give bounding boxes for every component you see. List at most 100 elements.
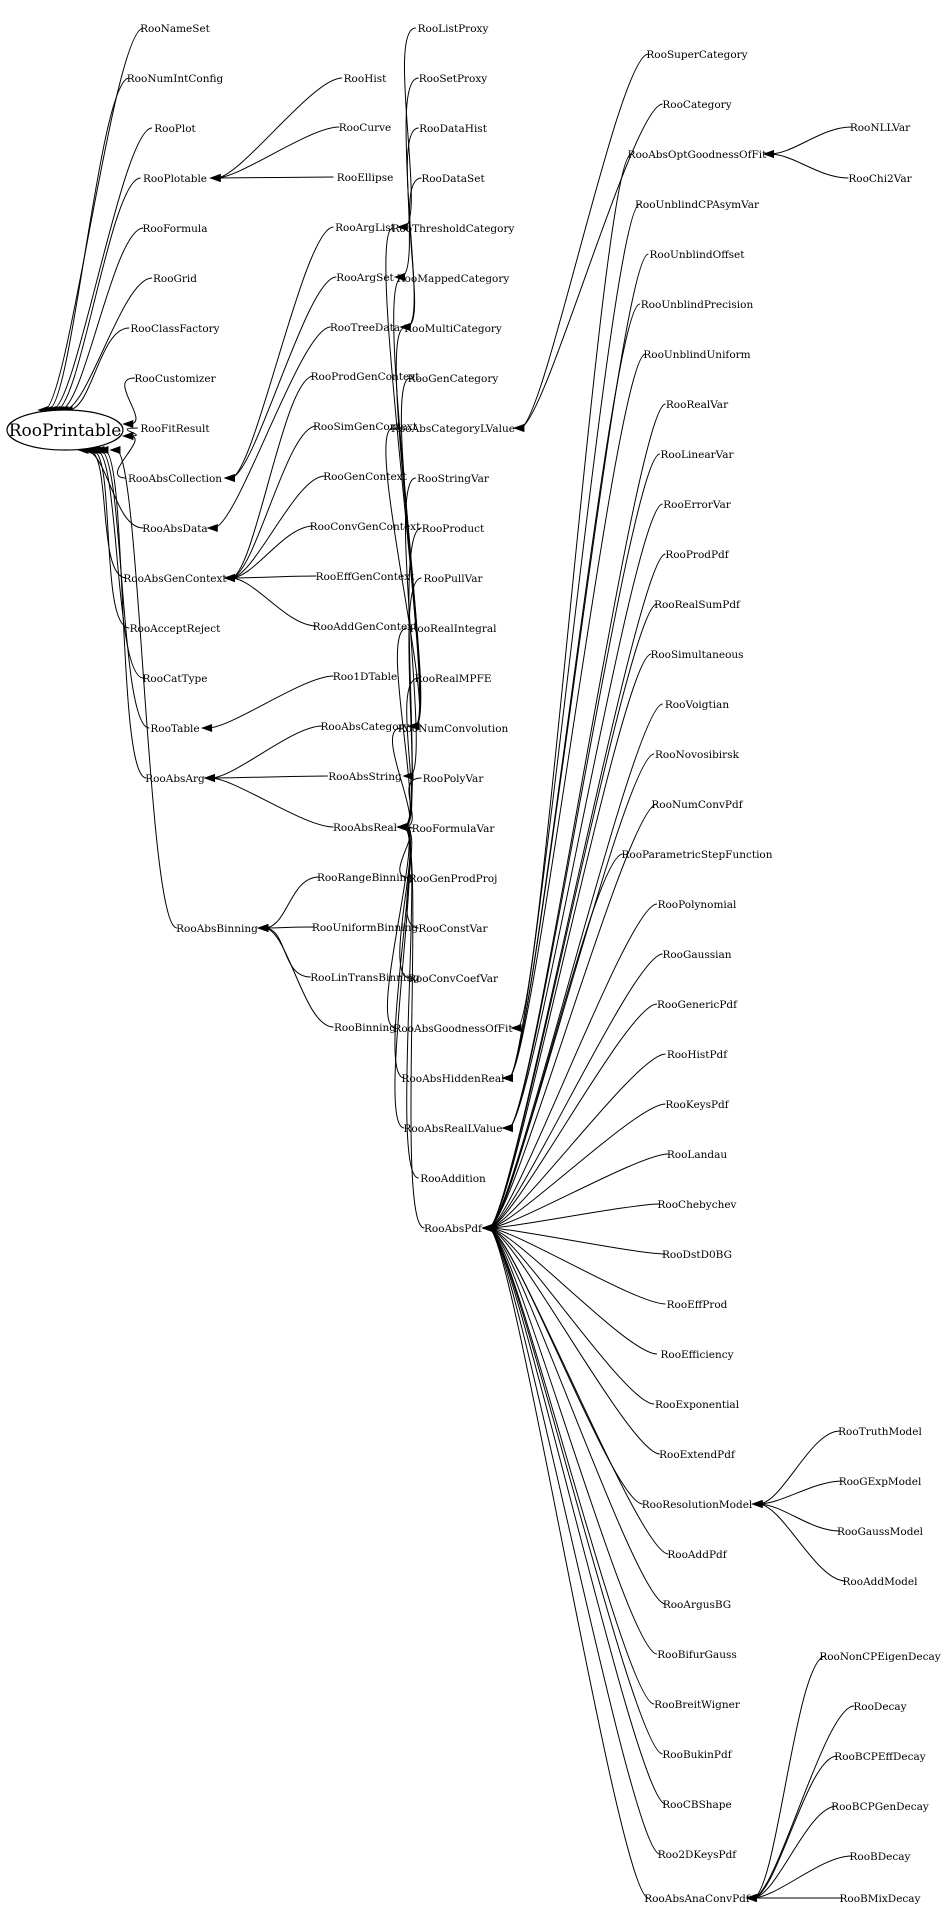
node-RooErrorVar[interactable]: RooErrorVar bbox=[663, 499, 731, 511]
node-RooPullVar[interactable]: RooPullVar bbox=[424, 573, 484, 585]
node-RooSetProxy[interactable]: RooSetProxy bbox=[419, 73, 488, 85]
node-RooBukinPdf[interactable]: RooBukinPdf bbox=[662, 1749, 732, 1761]
node-RooGaussModel[interactable]: RooGaussModel bbox=[837, 1526, 924, 1538]
node-RooProduct[interactable]: RooProduct bbox=[422, 523, 485, 535]
node-RooAbsCategoryLValue[interactable]: RooAbsCategoryLValue bbox=[391, 423, 515, 435]
node-RooBCPEffDecay[interactable]: RooBCPEffDecay bbox=[834, 1751, 925, 1763]
node-RooDataSet[interactable]: RooDataSet bbox=[421, 173, 485, 185]
node-RooFormulaVar[interactable]: RooFormulaVar bbox=[412, 823, 496, 835]
node-RooNumConvolution[interactable]: RooNumConvolution bbox=[398, 723, 509, 735]
node-RooConstVar[interactable]: RooConstVar bbox=[418, 923, 488, 935]
node-RooAbsRealLValue[interactable]: RooAbsRealLValue bbox=[404, 1123, 503, 1135]
node-Roo1DTable[interactable]: Roo1DTable bbox=[333, 671, 397, 683]
node-RooAbsArg[interactable]: RooAbsArg bbox=[145, 773, 205, 785]
node-RooExponential[interactable]: RooExponential bbox=[655, 1399, 740, 1411]
node-RooConvCoefVar[interactable]: RooConvCoefVar bbox=[408, 973, 499, 985]
node-RooBDecay[interactable]: RooBDecay bbox=[850, 1851, 911, 1863]
node-RooArgSet[interactable]: RooArgSet bbox=[336, 272, 394, 284]
node-RooBCPGenDecay[interactable]: RooBCPGenDecay bbox=[831, 1801, 929, 1813]
node-RooPlotable[interactable]: RooPlotable bbox=[143, 173, 207, 185]
node-RooUnblindPrecision[interactable]: RooUnblindPrecision bbox=[641, 299, 754, 311]
node-RooMultiCategory[interactable]: RooMultiCategory bbox=[404, 323, 502, 335]
node-RooTable[interactable]: RooTable bbox=[150, 723, 199, 735]
node-RooTruthModel[interactable]: RooTruthModel bbox=[838, 1426, 922, 1438]
node-RooParametricStepFunction[interactable]: RooParametricStepFunction bbox=[621, 849, 772, 861]
node-RooAbsString[interactable]: RooAbsString bbox=[328, 771, 402, 783]
node-RooAcceptReject[interactable]: RooAcceptReject bbox=[130, 623, 222, 635]
node-RooDstD0BG[interactable]: RooDstD0BG bbox=[662, 1249, 732, 1261]
node-RooCategory[interactable]: RooCategory bbox=[662, 99, 731, 111]
node-RooAbsData[interactable]: RooAbsData bbox=[142, 523, 207, 535]
node-RooNumIntConfig[interactable]: RooNumIntConfig bbox=[127, 73, 224, 85]
node-RooExtendPdf[interactable]: RooExtendPdf bbox=[659, 1449, 736, 1461]
node-RooGenContext[interactable]: RooGenContext bbox=[323, 471, 407, 483]
node-RooCurve[interactable]: RooCurve bbox=[339, 122, 392, 134]
node-RooSimultaneous[interactable]: RooSimultaneous bbox=[650, 649, 743, 661]
node-RooDataHist[interactable]: RooDataHist bbox=[419, 123, 488, 135]
node-RooUnblindOffset[interactable]: RooUnblindOffset bbox=[650, 249, 746, 261]
node-RooCustomizer[interactable]: RooCustomizer bbox=[134, 373, 216, 385]
node-RooLinearVar[interactable]: RooLinearVar bbox=[660, 449, 734, 461]
node-RooNameSet[interactable]: RooNameSet bbox=[140, 23, 211, 35]
node-RooAbsReal[interactable]: RooAbsReal bbox=[333, 822, 398, 834]
node-RooPolyVar[interactable]: RooPolyVar bbox=[423, 773, 485, 785]
node-RooAbsPdf[interactable]: RooAbsPdf bbox=[424, 1223, 483, 1235]
node-RooGenCategory[interactable]: RooGenCategory bbox=[408, 373, 499, 385]
node-RooSuperCategory[interactable]: RooSuperCategory bbox=[646, 49, 747, 61]
node-RooResolutionModel[interactable]: RooResolutionModel bbox=[642, 1499, 753, 1511]
node-RooGrid[interactable]: RooGrid bbox=[153, 273, 197, 285]
node-RooAddPdf[interactable]: RooAddPdf bbox=[667, 1549, 727, 1561]
node-RooUnblindUniform[interactable]: RooUnblindUniform bbox=[643, 349, 750, 361]
node-RooGaussian[interactable]: RooGaussian bbox=[662, 949, 731, 961]
node-RooVoigtian[interactable]: RooVoigtian bbox=[665, 699, 729, 711]
node-RooBMixDecay[interactable]: RooBMixDecay bbox=[839, 1893, 920, 1905]
node-RooKeysPdf[interactable]: RooKeysPdf bbox=[665, 1099, 729, 1111]
node-RooBifurGauss[interactable]: RooBifurGauss bbox=[657, 1649, 736, 1661]
node-RooLinTransBinning[interactable]: RooLinTransBinning bbox=[310, 972, 420, 984]
node-RooChi2Var[interactable]: RooChi2Var bbox=[848, 173, 912, 185]
node-RooEffGenContext[interactable]: RooEffGenContext bbox=[316, 571, 416, 583]
node-RooArgusBG[interactable]: RooArgusBG bbox=[663, 1599, 731, 1611]
node-RooRealMPFE[interactable]: RooRealMPFE bbox=[414, 673, 491, 685]
node-RooClassFactory[interactable]: RooClassFactory bbox=[130, 323, 219, 335]
node-Roo2DKeysPdf[interactable]: Roo2DKeysPdf bbox=[658, 1849, 738, 1861]
node-RooPlot[interactable]: RooPlot bbox=[154, 123, 196, 135]
node-RooNonCPEigenDecay[interactable]: RooNonCPEigenDecay bbox=[819, 1651, 940, 1663]
node-RooCBShape[interactable]: RooCBShape bbox=[662, 1799, 731, 1811]
node-RooNLLVar[interactable]: RooNLLVar bbox=[850, 122, 911, 134]
node-RooMappedCategory[interactable]: RooMappedCategory bbox=[397, 273, 510, 285]
node-RooBreitWigner[interactable]: RooBreitWigner bbox=[654, 1699, 741, 1711]
node-RooProdPdf[interactable]: RooProdPdf bbox=[665, 549, 729, 561]
node-RooStringVar[interactable]: RooStringVar bbox=[417, 473, 490, 485]
node-RooHistPdf[interactable]: RooHistPdf bbox=[667, 1049, 728, 1061]
node-RooGExpModel[interactable]: RooGExpModel bbox=[839, 1476, 922, 1488]
node-RooAbsHiddenReal[interactable]: RooAbsHiddenReal bbox=[402, 1073, 506, 1085]
node-RooProdGenContext[interactable]: RooProdGenContext bbox=[311, 371, 421, 383]
node-RooEffProd[interactable]: RooEffProd bbox=[667, 1299, 728, 1311]
root-node-ellipse[interactable] bbox=[6, 409, 124, 451]
node-RooEfficiency[interactable]: RooEfficiency bbox=[660, 1349, 733, 1361]
node-RooRealSumPdf[interactable]: RooRealSumPdf bbox=[654, 599, 741, 611]
node-RooTreeData[interactable]: RooTreeData bbox=[330, 322, 400, 334]
node-RooAddGenContext[interactable]: RooAddGenContext bbox=[313, 621, 418, 633]
node-RooAbsGoodnessOfFit[interactable]: RooAbsGoodnessOfFit bbox=[393, 1023, 513, 1035]
node-RooRangeBinning[interactable]: RooRangeBinning bbox=[317, 872, 413, 884]
node-RooAddition[interactable]: RooAddition bbox=[420, 1173, 486, 1185]
node-RooSimGenContext[interactable]: RooSimGenContext bbox=[313, 421, 418, 433]
node-RooAddModel[interactable]: RooAddModel bbox=[843, 1576, 919, 1588]
node-RooCatType[interactable]: RooCatType bbox=[143, 673, 208, 685]
node-RooUnblindCPAsymVar[interactable]: RooUnblindCPAsymVar bbox=[635, 199, 760, 211]
node-RooFormula[interactable]: RooFormula bbox=[143, 223, 208, 235]
node-RooAbsGenContext[interactable]: RooAbsGenContext bbox=[123, 573, 227, 585]
node-RooChebychev[interactable]: RooChebychev bbox=[657, 1199, 736, 1211]
node-RooGenericPdf[interactable]: RooGenericPdf bbox=[657, 999, 738, 1011]
node-RooNumConvPdf[interactable]: RooNumConvPdf bbox=[651, 799, 743, 811]
node-RooNovosibirsk[interactable]: RooNovosibirsk bbox=[655, 749, 740, 761]
node-RooArgList[interactable]: RooArgList bbox=[335, 222, 396, 234]
node-RooPolynomial[interactable]: RooPolynomial bbox=[658, 899, 737, 911]
node-RooThresholdCategory[interactable]: RooThresholdCategory bbox=[392, 223, 515, 235]
node-RooConvGenContext[interactable]: RooConvGenContext bbox=[310, 521, 421, 533]
node-RooEllipse[interactable]: RooEllipse bbox=[337, 172, 394, 184]
node-RooAbsBinning[interactable]: RooAbsBinning bbox=[176, 923, 258, 935]
node-RooAbsCategory[interactable]: RooAbsCategory bbox=[321, 721, 410, 733]
